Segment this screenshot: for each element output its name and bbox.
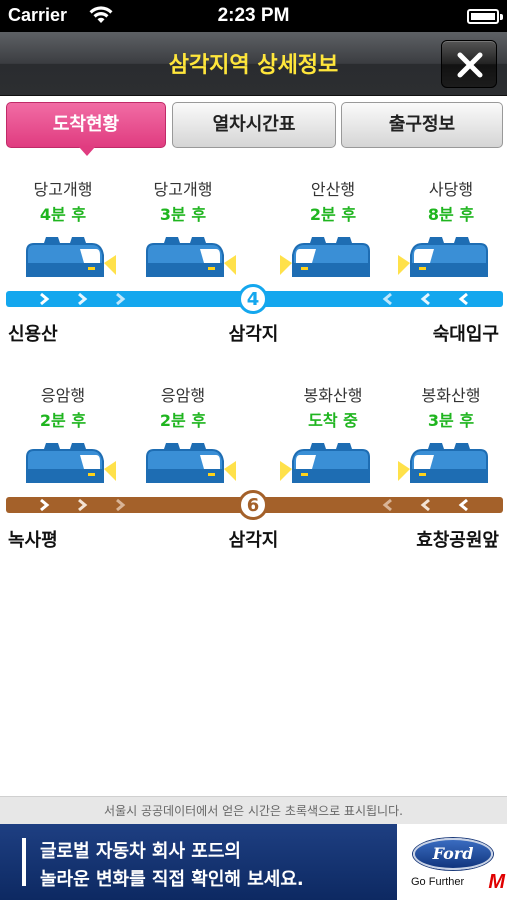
ford-logo: Ford — [413, 838, 493, 870]
train-card[interactable]: 사당행 8분 후 — [396, 170, 506, 282]
train-icon — [26, 237, 116, 277]
ford-logo-text: Ford — [432, 844, 474, 863]
tab-arrival-status[interactable]: 도착현황 — [6, 102, 166, 156]
arrival-time: 2분 후 — [159, 411, 207, 430]
next-station[interactable]: 숙대입구 — [432, 324, 499, 345]
wifi-icon — [89, 6, 113, 23]
line-6-section: 응암행 2분 후 응암행 2분 후 봉화산행 도착 중 — [0, 376, 507, 556]
train-icon — [398, 443, 488, 483]
train-destination: 응암행 — [160, 386, 206, 405]
segmented-tabs: 도착현황 열차시간표 출구정보 — [0, 102, 507, 156]
close-button[interactable] — [441, 40, 497, 88]
train-icon — [146, 237, 236, 277]
train-destination: 당고개행 — [33, 180, 93, 199]
train-icon — [146, 443, 236, 483]
chevron-left-icon — [382, 498, 392, 512]
train-card[interactable]: 봉화산행 3분 후 — [396, 376, 506, 488]
battery-icon — [467, 9, 503, 24]
line-number-badge: 4 — [238, 284, 268, 314]
chevron-left-icon — [458, 498, 468, 512]
train-card[interactable]: 안산행 2분 후 — [278, 170, 388, 282]
ad-text-line-1: 글로벌 자동차 회사 포드의 — [40, 841, 241, 862]
next-station[interactable]: 효창공원앞 — [416, 530, 499, 551]
arrival-time: 3분 후 — [159, 205, 207, 224]
prev-station[interactable]: 신용산 — [8, 324, 58, 345]
chevron-left-icon — [420, 292, 430, 306]
chevron-left-icon — [458, 292, 468, 306]
status-bar: Carrier 2:23 PM — [0, 0, 507, 32]
ad-badge: M — [488, 871, 505, 893]
navigation-bar: 삼각지역 상세정보 — [0, 32, 507, 96]
train-destination: 사당행 — [428, 180, 474, 199]
data-source-note: 서울시 공공데이터에서 얻은 시간은 초록색으로 표시됩니다. — [0, 796, 507, 824]
chevron-right-icon — [78, 498, 88, 512]
tab-exit-info[interactable]: 출구정보 — [341, 102, 503, 148]
train-card[interactable]: 봉화산행 도착 중 — [278, 376, 388, 488]
page-title: 삼각지역 상세정보 — [168, 53, 339, 78]
train-card[interactable]: 당고개행 4분 후 — [8, 170, 118, 282]
arrival-time: 8분 후 — [427, 205, 475, 224]
prev-station[interactable]: 녹사평 — [8, 530, 58, 551]
train-card[interactable]: 응암행 2분 후 — [128, 376, 238, 488]
arrival-time: 3분 후 — [427, 411, 475, 430]
train-icon — [280, 443, 370, 483]
clock: 2:23 PM — [217, 5, 290, 26]
current-station: 삼각지 — [228, 324, 279, 345]
train-icon — [280, 237, 370, 277]
ad-tagline: Go Further — [411, 876, 465, 888]
line-4-section: 당고개행 4분 후 당고개행 3분 후 안산행 2분 후 — [0, 170, 507, 350]
arrival-time: 도착 중 — [308, 411, 358, 430]
train-destination: 당고개행 — [153, 180, 213, 199]
ad-accent-bar — [22, 838, 26, 886]
arrival-time: 4분 후 — [39, 205, 87, 224]
train-destination: 봉화산행 — [303, 386, 363, 405]
train-destination: 안산행 — [310, 180, 356, 199]
train-destination: 응암행 — [40, 386, 86, 405]
chevron-right-icon — [40, 292, 50, 306]
chevron-left-icon — [420, 498, 430, 512]
train-destination: 봉화산행 — [421, 386, 481, 405]
train-icon — [398, 237, 488, 277]
ad-logo: Ford Go Further M — [397, 824, 507, 900]
arrival-time: 2분 후 — [39, 411, 87, 430]
current-station: 삼각지 — [228, 530, 279, 551]
chevron-right-icon — [78, 292, 88, 306]
ad-text-line-2: 놀라운 변화를 직접 확인해 보세요. — [40, 869, 304, 890]
carrier-label: Carrier — [8, 5, 68, 25]
ad-banner[interactable]: 글로벌 자동차 회사 포드의 놀라운 변화를 직접 확인해 보세요. Ford … — [0, 824, 507, 900]
chevron-right-icon — [40, 498, 50, 512]
train-card[interactable]: 응암행 2분 후 — [8, 376, 118, 488]
train-card[interactable]: 당고개행 3분 후 — [128, 170, 238, 282]
tab-timetable[interactable]: 열차시간표 — [172, 102, 336, 148]
train-icon — [26, 443, 116, 483]
line-number-badge: 6 — [238, 490, 268, 520]
arrival-time: 2분 후 — [309, 205, 357, 224]
close-icon — [457, 52, 483, 78]
chevron-right-icon — [116, 292, 126, 306]
chevron-left-icon — [382, 292, 392, 306]
chevron-right-icon — [116, 498, 126, 512]
